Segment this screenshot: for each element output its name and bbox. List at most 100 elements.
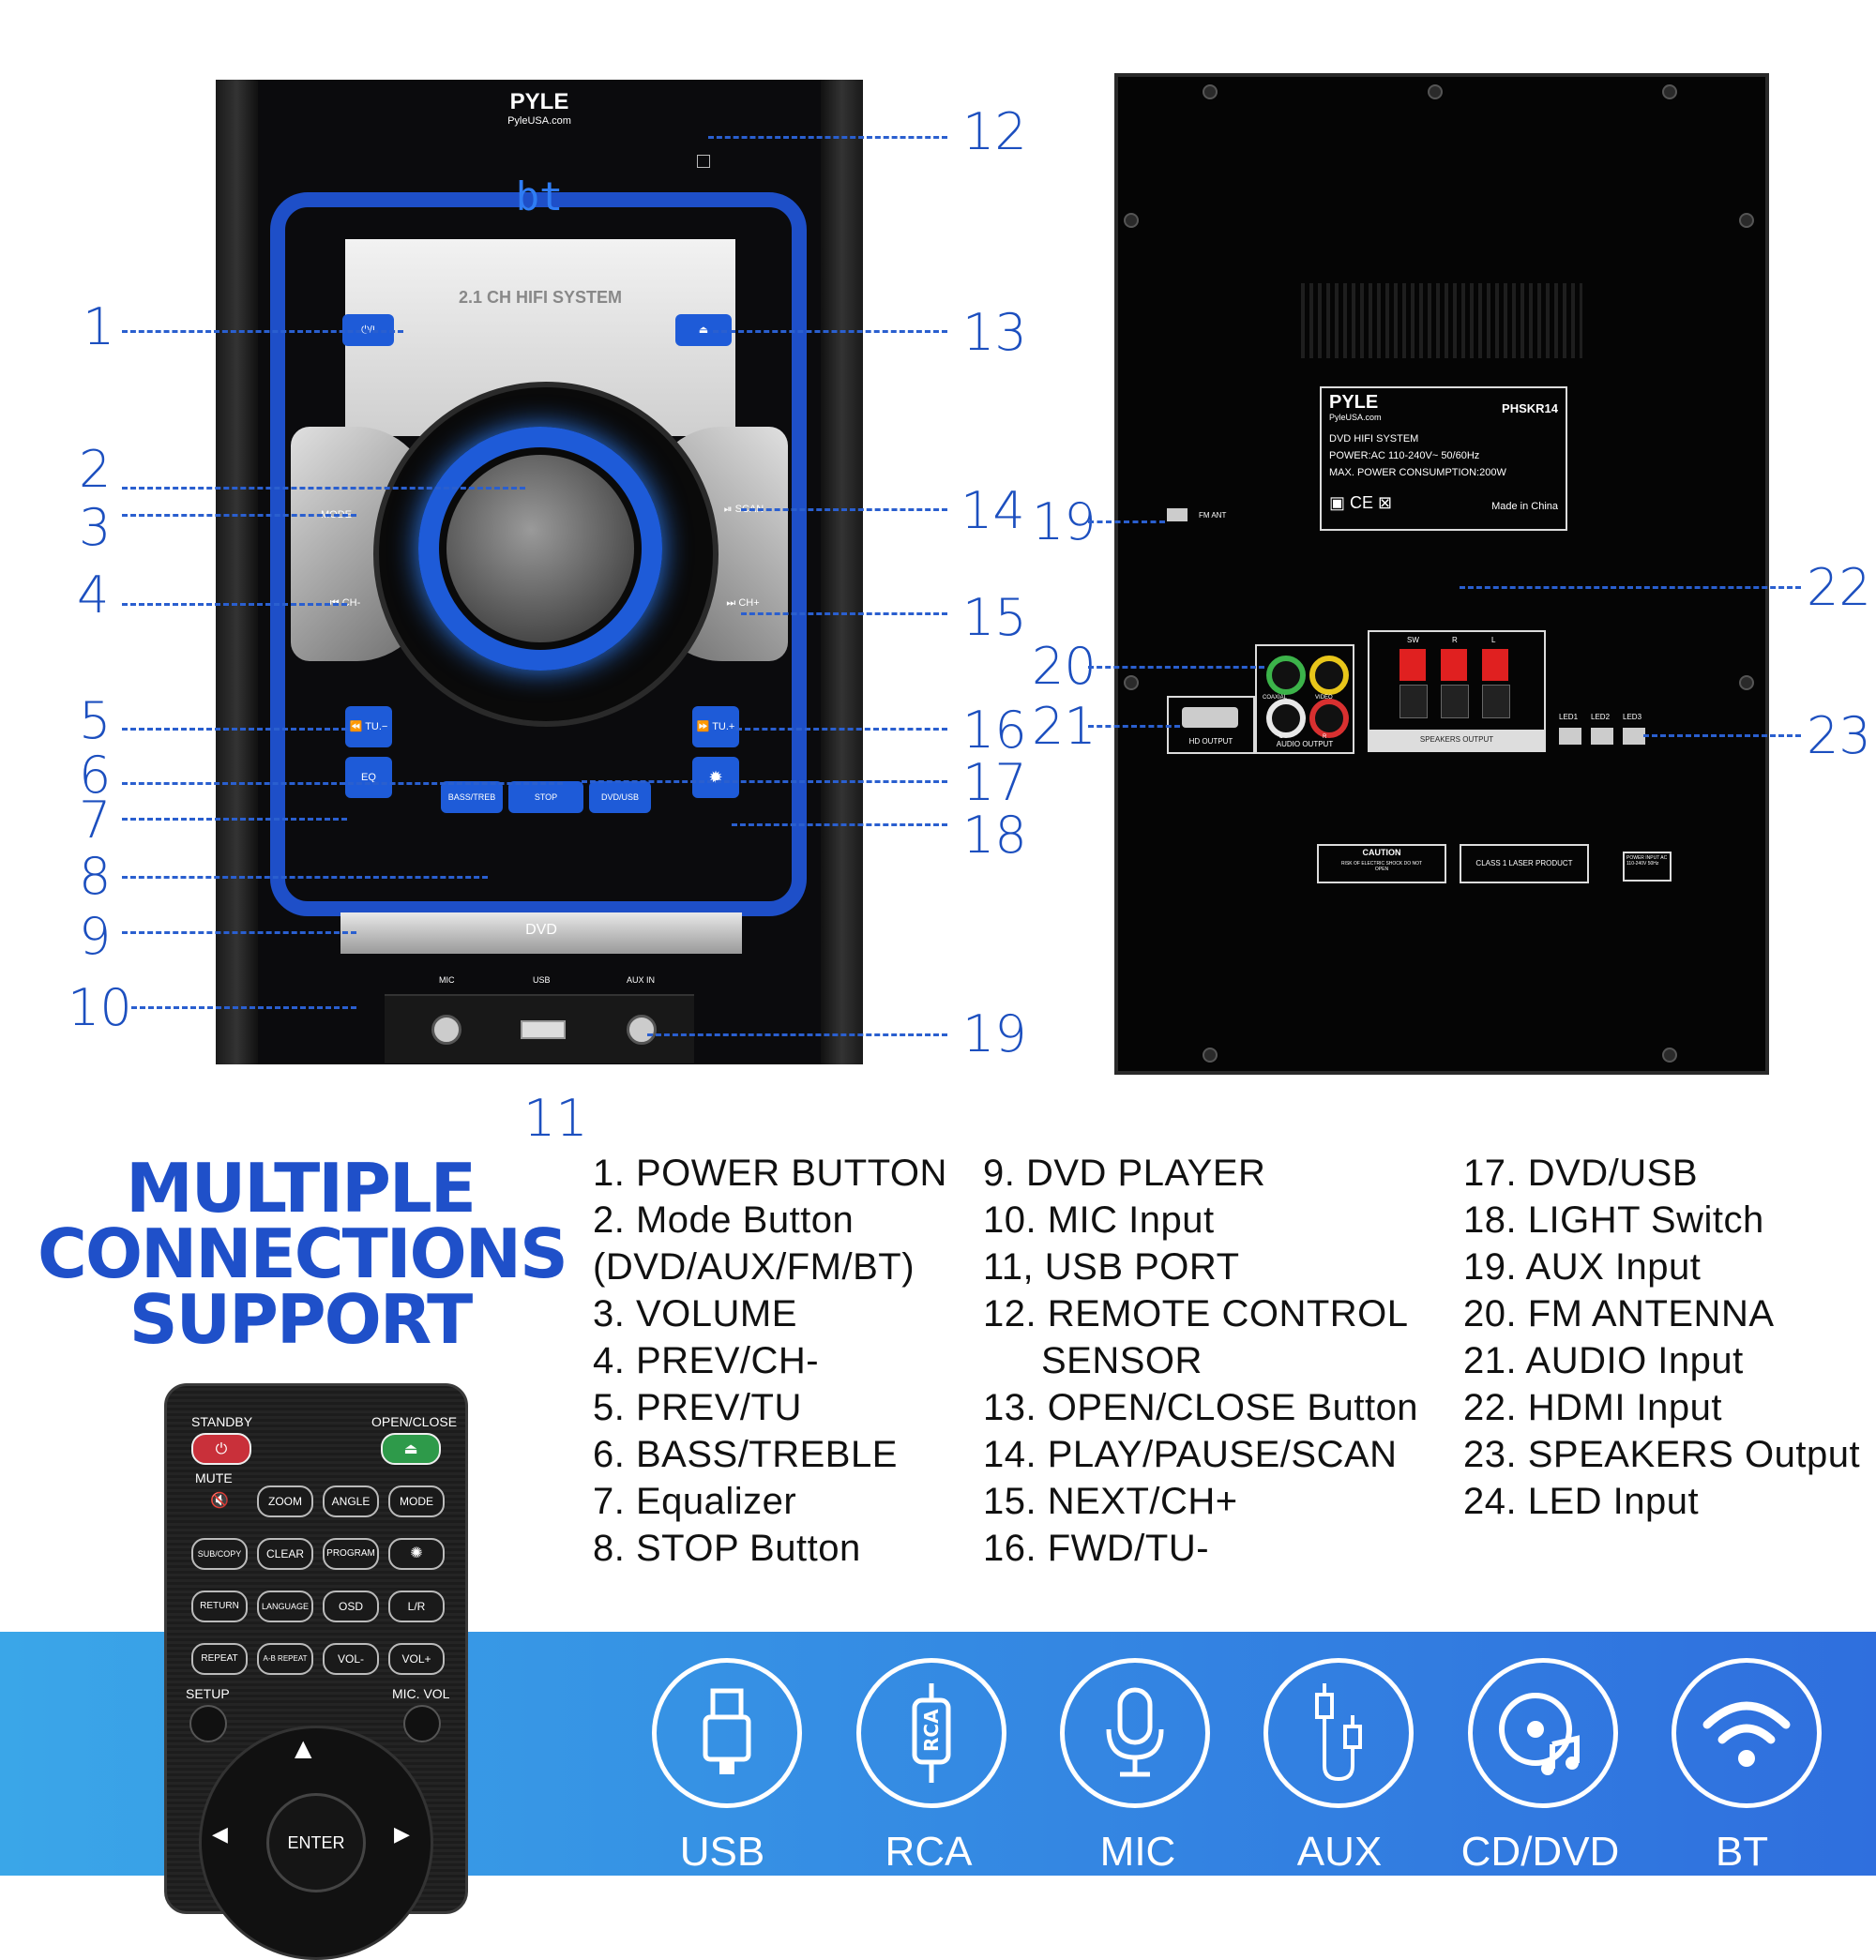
dvd-usb-button[interactable]: DVD/USB [589,781,651,813]
program-button[interactable]: PROGRAM [323,1538,379,1570]
speaker-terminal[interactable] [1399,649,1426,681]
vol-plus-button[interactable]: VOL+ [388,1643,445,1675]
volume-knob[interactable] [446,455,634,642]
leader-4 [122,603,347,606]
leader-5 [122,728,347,731]
laser-text: CLASS 1 LASER PRODUCT [1475,859,1573,867]
feature-usb-label: USB [679,1829,765,1875]
leader-15 [741,612,947,615]
mic-vol-label: MIC. VOL [392,1686,450,1701]
audio-right-jack[interactable] [1309,699,1349,738]
callout-22: 22 [1807,558,1871,617]
audio-output-label: AUDIO OUTPUT [1276,740,1334,748]
ch-plus-button[interactable]: ⏭ CH+ [726,597,760,609]
leader-1 [122,330,403,333]
light-button[interactable]: ✹ [692,757,739,798]
subcopy-button[interactable]: SUB/COPY [191,1538,248,1570]
mode-remote-button[interactable]: MODE [388,1485,445,1517]
nav-up-icon[interactable]: ▲ [295,1735,312,1761]
osd-button[interactable]: OSD [323,1591,379,1622]
leader-8 [122,876,488,879]
callout-1: 1 [83,297,115,356]
spec-site: PyleUSA.com [1329,413,1382,422]
enter-button[interactable]: ENTER [266,1793,366,1892]
leader-16 [736,728,947,731]
power-input-text: POWER INPUT AC 110-240V 50Hz [1626,855,1668,867]
coaxial-jack[interactable] [1266,656,1306,695]
nav-left-icon[interactable]: ◀ [212,1823,228,1847]
ab-repeat-button[interactable]: A-B REPEAT [257,1643,313,1675]
open-close-remote-button[interactable]: ⏏ [381,1433,441,1465]
vent-grille [1301,283,1582,358]
caution-label: CAUTION RISK OF ELECTRIC SHOCK DO NOT OP… [1317,844,1446,883]
speaker-terminal[interactable] [1441,649,1467,681]
usb-port[interactable] [521,1020,566,1039]
aux-jack[interactable] [627,1015,657,1045]
leader-6 [122,782,563,785]
wifi-icon [1672,1658,1822,1808]
language-button[interactable]: LANGUAGE [257,1591,313,1622]
legend-item: 14. PLAY/PAUSE/SCAN [983,1434,1398,1475]
video-jack[interactable] [1309,656,1349,695]
led2-port[interactable] [1591,728,1613,745]
system-label: 2.1 CH HIFI SYSTEM [458,288,623,307]
legend-item: 17. DVD/USB [1463,1153,1699,1194]
headline-line-3: SUPPORT [129,1280,473,1359]
leader-2 [122,487,525,490]
usb-icon [652,1658,802,1808]
audio-left-jack[interactable] [1266,699,1306,738]
stop-button[interactable]: STOP [508,781,583,813]
light-remote-button[interactable]: ✺ [388,1538,445,1570]
headline: MULTIPLE CONNECTIONS SUPPORT [38,1154,568,1359]
spec-made-in: Made in China [1491,501,1558,512]
leader-23 [1643,734,1801,737]
mute-button[interactable]: 🔇 [210,1491,229,1509]
cd-dvd-icon [1468,1658,1618,1808]
tu-plus-button[interactable]: ⏩ TU.+ [692,706,739,747]
led1-port[interactable] [1559,728,1581,745]
left-side-panel [216,80,258,1064]
spec-product: DVD HIFI SYSTEM [1329,433,1419,445]
svg-text:RCA: RCA [920,1709,943,1752]
mic-vol-button[interactable] [403,1705,441,1742]
tu-minus-button[interactable]: ⏪ TU.− [345,706,392,747]
feature-mic-label: MIC [1099,1829,1176,1875]
bass-treble-button[interactable]: BASS/TREB [441,781,503,813]
nav-right-icon[interactable]: ▶ [394,1823,410,1847]
vol-minus-button[interactable]: VOL- [323,1643,379,1675]
led3-port[interactable] [1623,728,1645,745]
hdmi-port[interactable] [1182,707,1238,728]
legend-item: 11, USB PORT [983,1246,1240,1288]
mic-jack[interactable] [431,1015,461,1045]
speaker-terminal[interactable] [1482,685,1510,718]
screw [1739,675,1754,690]
spec-consumption: MAX. POWER CONSUMPTION:200W [1329,467,1506,478]
lr-button[interactable]: L/R [388,1591,445,1622]
setup-button[interactable] [189,1705,227,1742]
repeat-button[interactable]: REPEAT [191,1643,248,1675]
legend-item: 16. FWD/TU- [983,1528,1210,1569]
usb-label: USB [533,975,551,985]
angle-button[interactable]: ANGLE [323,1485,379,1517]
speaker-terminal[interactable] [1399,685,1428,718]
eq-button[interactable]: EQ [345,757,392,798]
zoom-button[interactable]: ZOOM [257,1485,313,1517]
dvd-slot[interactable] [340,912,742,954]
screw [1124,213,1139,228]
callout-13: 13 [962,303,1027,362]
return-button[interactable]: RETURN [191,1591,248,1622]
callout-18: 18 [962,806,1027,865]
standby-label: STANDBY [191,1414,253,1429]
fm-antenna-port[interactable] [1167,508,1188,521]
speaker-terminal[interactable] [1441,685,1469,718]
legend-item: 20. FM ANTENNA [1463,1293,1775,1334]
led2-label: LED2 [1591,713,1611,721]
screw [1662,1048,1677,1063]
spec-model: PHSKR14 [1502,401,1558,415]
standby-button[interactable]: ⏻ [191,1433,251,1465]
speaker-terminal[interactable] [1482,649,1508,681]
leader-10 [131,1006,356,1009]
clear-button[interactable]: CLEAR [257,1538,313,1570]
legend-item: 21. AUDIO Input [1463,1340,1744,1381]
screw [1203,84,1218,99]
